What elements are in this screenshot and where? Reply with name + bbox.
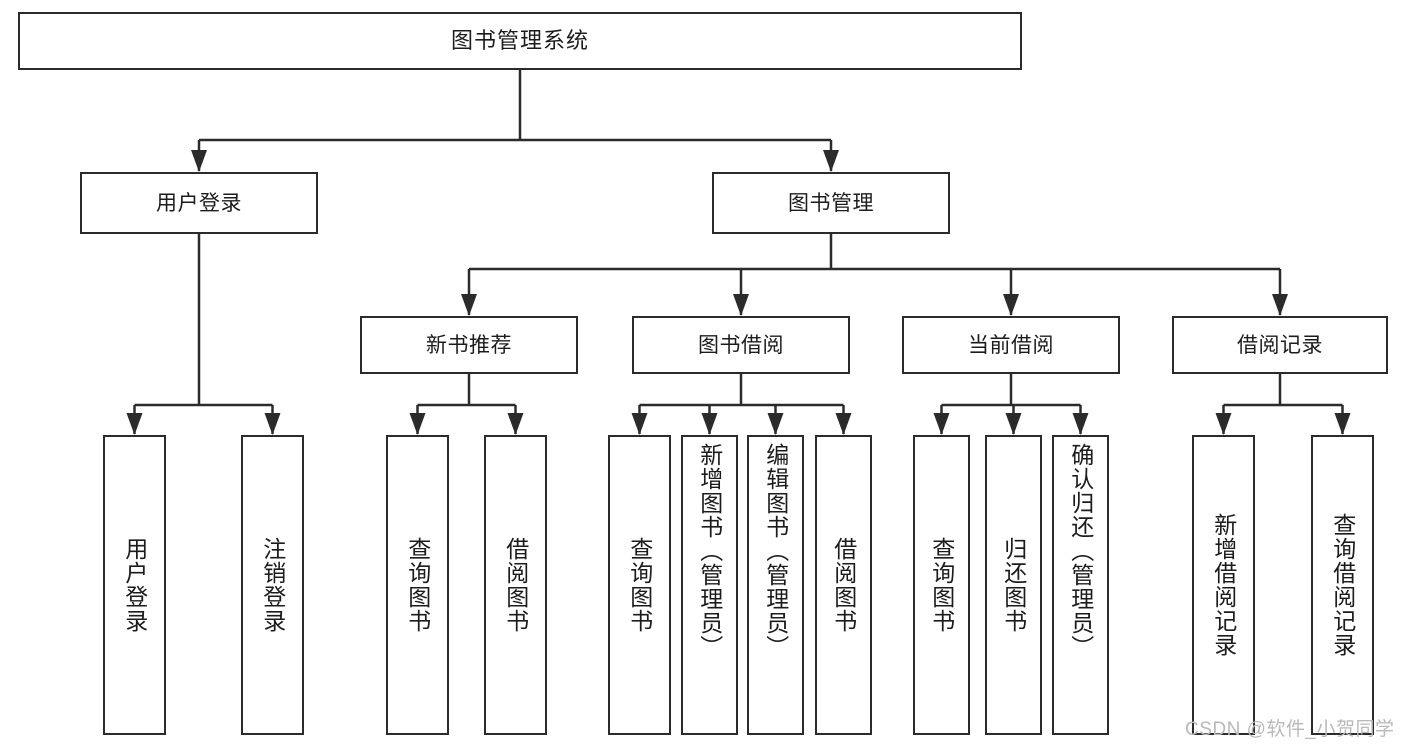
node-label-leaf-borrow-book-1: 借阅图书 bbox=[502, 537, 529, 633]
node-root[interactable]: 图书管理系统 bbox=[18, 12, 1022, 70]
node-label-leaf-query-book-2: 查询图书 bbox=[626, 537, 653, 633]
node-label-leaf-add-record: 新增借阅记录 bbox=[1210, 513, 1237, 657]
arrowhead-current-borrow-0 bbox=[933, 413, 950, 435]
node-user-login[interactable]: 用户登录 bbox=[80, 172, 318, 234]
node-label-leaf-edit-book: 编辑图书（管理员） bbox=[762, 443, 789, 659]
arrowhead-root-1 bbox=[823, 150, 839, 172]
node-label-leaf-user-login: 用户登录 bbox=[121, 537, 148, 633]
node-book-manage[interactable]: 图书管理 bbox=[712, 172, 950, 234]
arrowhead-book-manage-0 bbox=[461, 294, 477, 316]
node-label-leaf-return-book: 归还图书 bbox=[1000, 537, 1027, 633]
arrowhead-book-borrow-1 bbox=[701, 413, 718, 435]
node-leaf-edit-book[interactable]: 编辑图书（管理员） bbox=[747, 435, 804, 735]
node-label-leaf-borrow-book-2: 借阅图书 bbox=[830, 537, 857, 633]
node-label-book-borrow: 图书借阅 bbox=[698, 333, 784, 357]
arrowhead-user-login-1 bbox=[264, 413, 281, 435]
node-leaf-return-book[interactable]: 归还图书 bbox=[985, 435, 1042, 735]
node-label-leaf-query-record: 查询借阅记录 bbox=[1329, 513, 1356, 657]
node-book-borrow[interactable]: 图书借阅 bbox=[632, 316, 850, 374]
node-borrow-record[interactable]: 借阅记录 bbox=[1172, 316, 1388, 374]
node-leaf-query-book-3[interactable]: 查询图书 bbox=[913, 435, 970, 735]
arrowhead-book-borrow-0 bbox=[631, 413, 648, 435]
node-leaf-add-record[interactable]: 新增借阅记录 bbox=[1192, 435, 1255, 735]
arrowhead-new-book-rec-0 bbox=[409, 413, 426, 435]
node-label-leaf-query-book-1: 查询图书 bbox=[404, 537, 431, 633]
arrowhead-borrow-record-1 bbox=[1334, 413, 1351, 435]
node-label-leaf-confirm-return: 确认归还（管理员） bbox=[1067, 443, 1094, 659]
node-label-borrow-record: 借阅记录 bbox=[1237, 333, 1323, 357]
node-current-borrow[interactable]: 当前借阅 bbox=[902, 316, 1120, 374]
arrowhead-new-book-rec-1 bbox=[507, 413, 524, 435]
node-leaf-query-book-2[interactable]: 查询图书 bbox=[608, 435, 671, 735]
node-leaf-add-book[interactable]: 新增图书（管理员） bbox=[681, 435, 738, 735]
node-label-new-book-rec: 新书推荐 bbox=[426, 333, 512, 357]
node-leaf-user-login[interactable]: 用户登录 bbox=[103, 435, 166, 735]
node-leaf-borrow-book-2[interactable]: 借阅图书 bbox=[815, 435, 872, 735]
arrowhead-book-borrow-2 bbox=[767, 413, 784, 435]
node-label-user-login: 用户登录 bbox=[156, 191, 242, 215]
arrowhead-user-login-0 bbox=[126, 413, 143, 435]
arrowhead-borrow-record-0 bbox=[1215, 413, 1232, 435]
arrowhead-book-borrow-3 bbox=[835, 413, 852, 435]
node-leaf-query-book-1[interactable]: 查询图书 bbox=[386, 435, 449, 735]
node-leaf-borrow-book-1[interactable]: 借阅图书 bbox=[484, 435, 547, 735]
node-label-leaf-query-book-3: 查询图书 bbox=[928, 537, 955, 633]
node-label-leaf-logout: 注销登录 bbox=[259, 537, 286, 633]
node-leaf-confirm-return[interactable]: 确认归还（管理员） bbox=[1052, 435, 1109, 735]
node-leaf-logout[interactable]: 注销登录 bbox=[241, 435, 304, 735]
arrowhead-root-0 bbox=[191, 150, 207, 172]
node-label-leaf-add-book: 新增图书（管理员） bbox=[696, 443, 723, 659]
arrowhead-book-manage-1 bbox=[733, 294, 749, 316]
arrowhead-current-borrow-2 bbox=[1072, 413, 1089, 435]
node-label-root: 图书管理系统 bbox=[450, 28, 589, 53]
node-new-book-rec[interactable]: 新书推荐 bbox=[360, 316, 578, 374]
node-leaf-query-record[interactable]: 查询借阅记录 bbox=[1311, 435, 1374, 735]
arrowhead-current-borrow-1 bbox=[1005, 413, 1022, 435]
arrowhead-book-manage-2 bbox=[1003, 294, 1019, 316]
node-label-current-borrow: 当前借阅 bbox=[968, 333, 1054, 357]
arrowhead-book-manage-3 bbox=[1272, 294, 1288, 316]
node-label-book-manage: 图书管理 bbox=[788, 191, 874, 215]
